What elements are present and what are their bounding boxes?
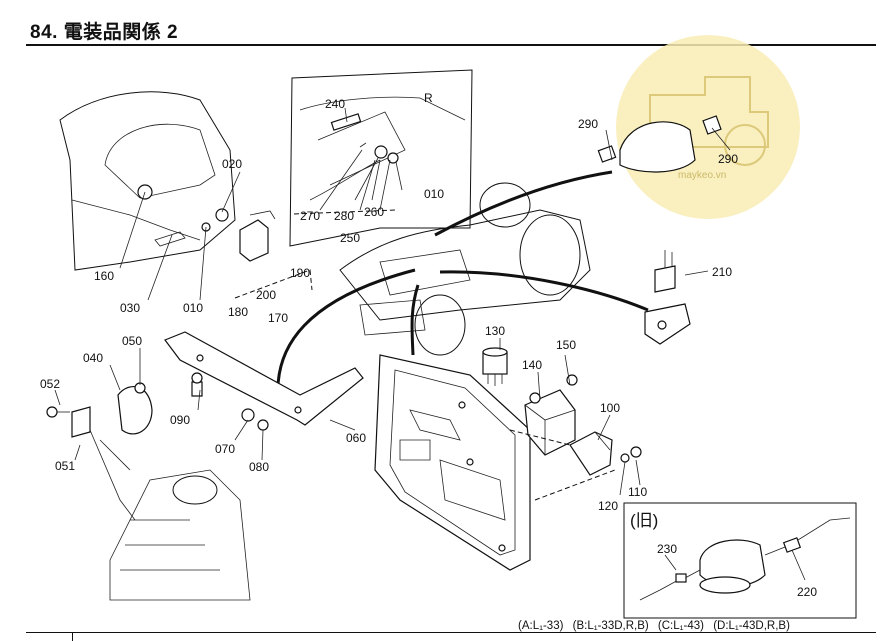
title-underline	[26, 44, 876, 46]
engine-outline	[109, 469, 251, 601]
callout-110: 110	[628, 485, 647, 499]
callout-020: 020	[222, 157, 242, 171]
model-code-b: (B:L₁-33D,R,B)	[572, 620, 649, 632]
callout-080: 080	[249, 460, 269, 474]
callout-220: 220	[797, 585, 817, 599]
tractor-outline	[339, 182, 591, 356]
leader-to-210	[439, 270, 649, 312]
switch-210	[644, 250, 709, 345]
bracket-060	[164, 331, 364, 431]
bracket-100	[509, 429, 642, 501]
callout-040: 040	[83, 351, 103, 365]
leader-to-290	[434, 170, 613, 237]
dash-panel-drawing	[59, 91, 313, 301]
callout-290-left: 290	[578, 117, 598, 131]
callout-070: 070	[215, 442, 235, 456]
horn-040	[46, 382, 153, 521]
inset-old-label: (旧)	[630, 511, 658, 530]
callout-140: 140	[522, 358, 542, 372]
sensor-290	[597, 115, 722, 173]
model-codes-footer: (A:L₁-33) (B:L₁-33D,R,B) (C:L₁-43) (D:L₁…	[518, 620, 796, 632]
callout-051: 051	[55, 459, 75, 473]
leader-to-060	[276, 268, 416, 386]
callout-150: 150	[556, 338, 576, 352]
relay-130	[482, 347, 508, 386]
flasher-140	[524, 374, 578, 456]
callout-250: 250	[340, 231, 360, 245]
callout-052: 052	[40, 377, 60, 391]
callout-270: 270	[300, 209, 320, 223]
callout-030: 030	[120, 301, 140, 315]
callout-090: 090	[170, 413, 190, 427]
callout-060: 060	[346, 431, 366, 445]
callout-100: 100	[600, 401, 620, 415]
callout-290-right: 290	[718, 152, 738, 166]
callout-260: 260	[364, 205, 384, 219]
callout-130: 130	[485, 324, 505, 338]
model-code-c: (C:L₁-43)	[657, 620, 704, 632]
callout-210: 210	[712, 265, 732, 279]
inset-old-box	[623, 502, 857, 619]
callout-leaders	[54, 127, 806, 581]
callout-280: 280	[334, 209, 354, 223]
callout-120: 120	[598, 499, 618, 513]
callout-160: 160	[94, 269, 114, 283]
callout-010: 010	[183, 301, 203, 315]
callout-190: 190	[290, 266, 310, 280]
callout-180: 180	[228, 305, 248, 319]
model-code-d: (D:L₁-43D,R,B)	[713, 620, 790, 632]
callout-010-inset: 010	[424, 187, 444, 201]
page-title: 84. 電装品関係 2	[30, 22, 179, 43]
watermark-text: maykeo.vn	[678, 170, 726, 181]
model-code-a: (A:L₁-33)	[518, 620, 564, 632]
leader-to-panel	[410, 284, 420, 356]
table-header-border	[26, 632, 876, 641]
callout-200: 200	[256, 288, 276, 302]
callout-170: 170	[268, 311, 288, 325]
inset-r-label: R	[424, 91, 433, 105]
callout-230: 230	[657, 542, 677, 556]
callout-240: 240	[325, 97, 345, 111]
callout-050: 050	[122, 334, 142, 348]
panel-plate	[374, 354, 531, 571]
